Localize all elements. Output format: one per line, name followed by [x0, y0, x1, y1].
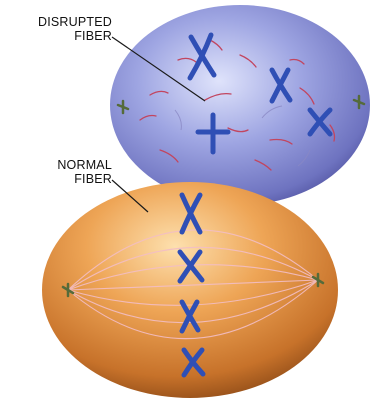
- normal-fiber-label: NORMAL FIBER: [8, 158, 112, 186]
- disrupted-fiber-label-line2: FIBER: [14, 29, 112, 43]
- disrupted-fiber-label: DISRUPTED FIBER: [14, 15, 112, 43]
- normal-fiber-label-line2: FIBER: [8, 172, 112, 186]
- upper-cell: [110, 5, 370, 205]
- normal-fiber-label-line1: NORMAL: [8, 158, 112, 172]
- disrupted-fiber-label-line1: DISRUPTED: [14, 15, 112, 29]
